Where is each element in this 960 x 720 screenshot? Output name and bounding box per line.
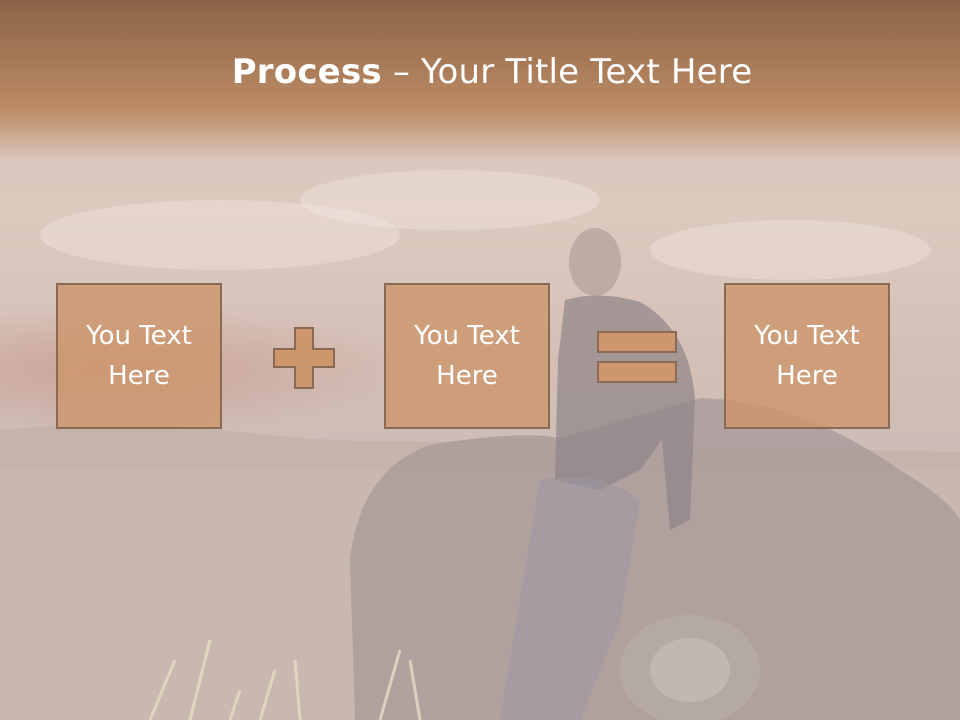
cloud (40, 200, 400, 270)
title-band (0, 0, 960, 160)
plus-icon (273, 327, 335, 389)
process-box-3[interactable]: You Text Here (724, 283, 890, 429)
slide-title[interactable]: Process – Your Title Text Here (0, 52, 960, 92)
title-rest: – Your Title Text Here (381, 52, 753, 92)
process-box-1[interactable]: You Text Here (56, 283, 222, 429)
cloud (650, 220, 930, 280)
title-bold: Process (231, 52, 382, 92)
equals-icon (597, 331, 677, 383)
cloud (300, 170, 600, 230)
process-box-2[interactable]: You Text Here (384, 283, 550, 429)
process-box-2-text: You Text Here (414, 321, 520, 391)
process-box-1-text: You Text Here (86, 321, 192, 391)
process-box-3-text: You Text Here (754, 321, 860, 391)
